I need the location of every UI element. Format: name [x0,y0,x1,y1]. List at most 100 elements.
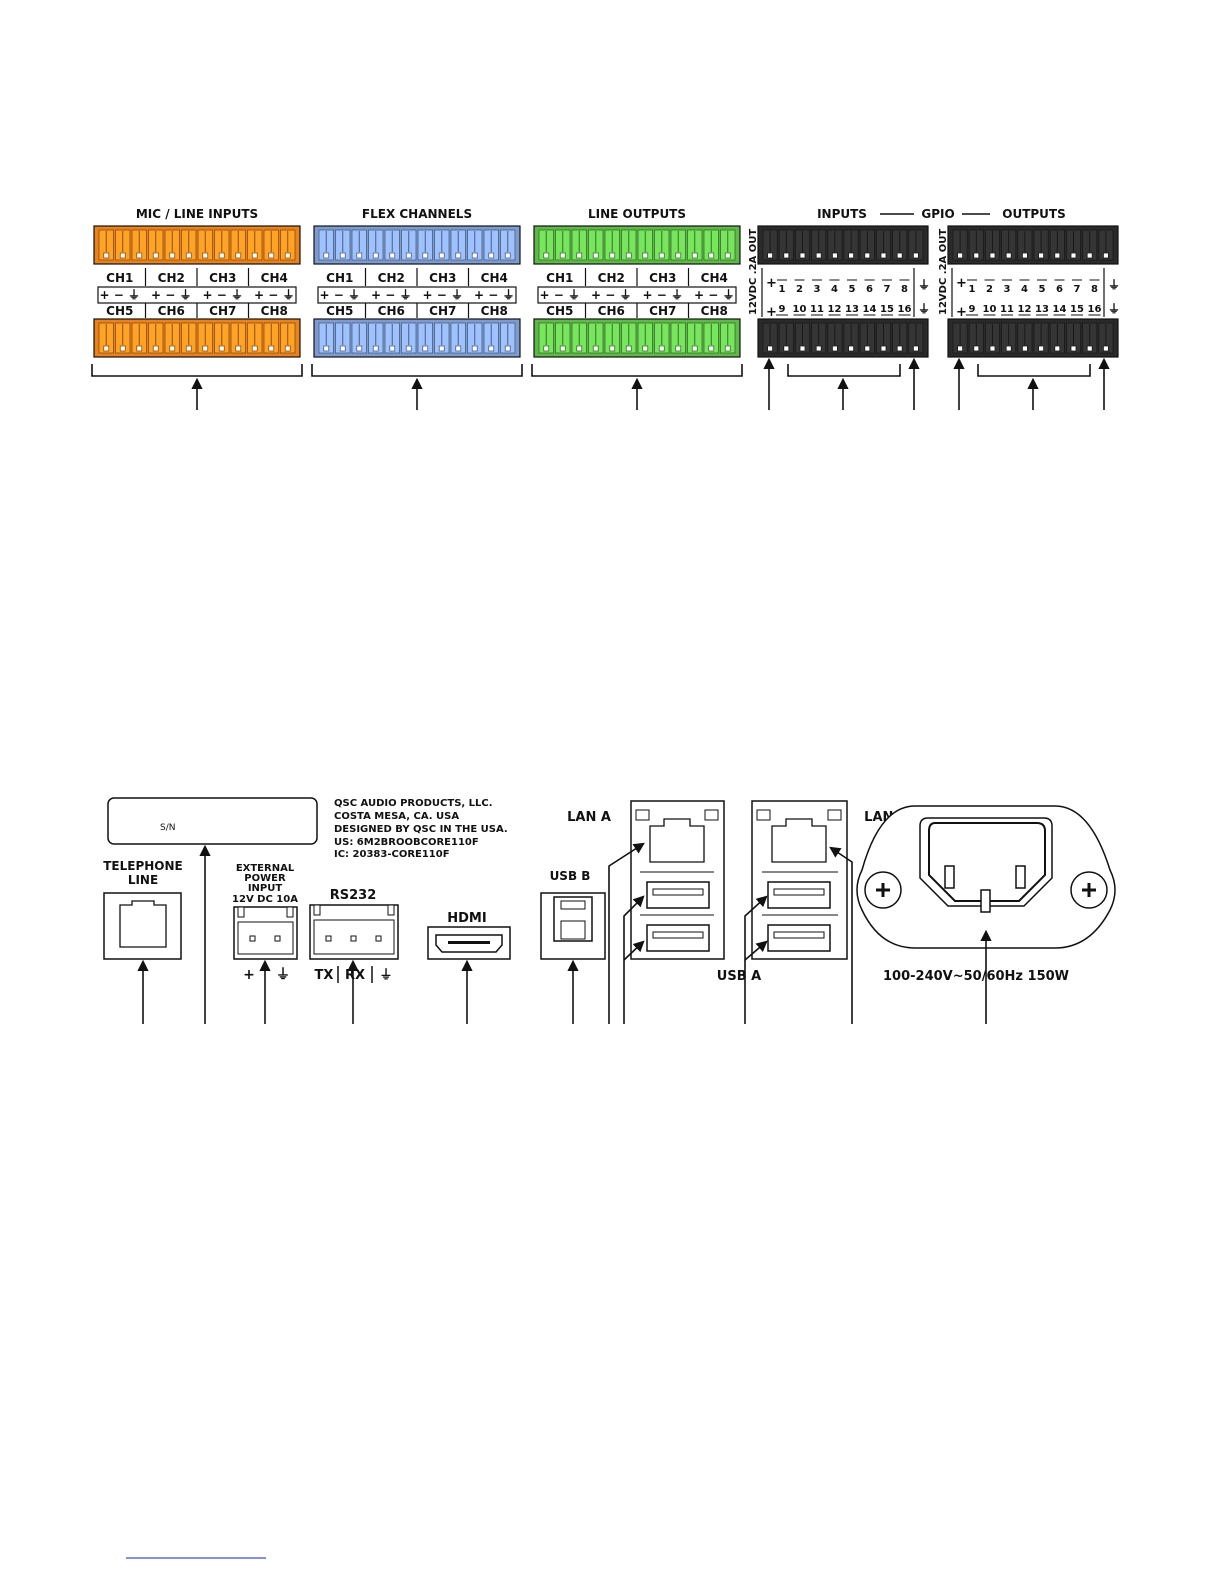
gpio-block-outputs-top [947,225,1119,265]
gpio-block-outputs-bottom [947,318,1119,358]
gpio-pin-number: 10 [983,304,997,315]
group-title-mic-line: MIC / LINE INPUTS [136,207,258,221]
channel-label: CH2 [158,271,185,285]
gpio-plus: + [956,276,967,291]
channel-label: CH3 [429,271,456,285]
telephone-label: LINE [128,873,158,887]
gpio-pin-number: 13 [1035,304,1049,315]
gpio-pin-number: 2 [986,284,993,295]
pin-polarity-label: + − ⏚ [151,288,191,302]
channel-label: CH7 [209,304,236,318]
terminal-block-mic-line-bottom [93,318,301,358]
company-line: IC: 20383-CORE110F [334,849,450,860]
pin-polarity-label: + − ⏚ [100,288,140,302]
gpio-title: GPIO [921,207,954,221]
gpio-pin-number: 16 [898,304,912,315]
gpio-outputs-title: OUTPUTS [1002,207,1066,221]
gpio-pin-number: 1 [779,284,786,295]
power-inlet [856,805,1116,949]
pin-polarity-label: + − ⏚ [591,288,631,302]
channel-label: CH1 [546,271,573,285]
gpio-pin-number: 9 [779,304,786,315]
bottom-callout-arrows [137,842,992,1024]
gpio-ground: ⏚ [918,302,930,316]
hdmi-port [427,926,511,960]
channel-label: CH6 [598,304,625,318]
pin-polarity-label: + − ⏚ [423,288,463,302]
gpio-pin-number: 3 [814,284,821,295]
gpio-block-inputs-bottom [757,318,929,358]
gpio-vdc-label: 12VDC .2A OUT [938,229,949,315]
hdmi-label: HDMI [447,911,486,926]
rs232-connector [309,904,399,960]
pin-polarity-label: + − ⏚ [254,288,294,302]
ext-power-connector [233,906,298,960]
channel-label: CH2 [598,271,625,285]
gpio-pin-number: 3 [1004,284,1011,295]
gpio-pin-number: 4 [1021,284,1028,295]
channel-label: CH4 [481,271,508,285]
serial-number-plate [107,797,318,845]
gpio-pin-number: 7 [1074,284,1081,295]
channel-label: CH8 [701,304,728,318]
group-title-flex: FLEX CHANNELS [362,207,472,221]
ext-power-ground: ⏚ [276,967,290,983]
gpio-pin-number: 15 [880,304,894,315]
channel-label: CH3 [649,271,676,285]
gpio-pin-number: 14 [863,304,877,315]
terminal-block-flex-bottom [313,318,521,358]
channel-label: CH7 [649,304,676,318]
gpio-pin-number: 2 [796,284,803,295]
rs232-ground: ⏚ [379,968,392,983]
gpio-pin-number: 12 [828,304,842,315]
company-line: COSTA MESA, CA. USA [334,811,459,822]
telephone-jack [103,892,182,960]
gpio-ground: ⏚ [1108,302,1120,316]
gpio-pin-number: 15 [1070,304,1084,315]
telephone-label: TELEPHONE [103,859,183,873]
company-line: US: 6M2BROOBCORE110F [334,837,479,848]
lan-b-port [751,800,848,960]
ext-power-label: 12V DC 10A [232,894,298,905]
company-info: QSC AUDIO PRODUCTS, LLC. COSTA MESA, CA.… [334,798,508,860]
channel-label: CH1 [326,271,353,285]
pin-polarity-label: + − ⏚ [643,288,683,302]
pin-polarity-label: + − ⏚ [203,288,243,302]
terminal-block-flex-top [313,225,521,265]
usb-b-label: USB B [550,869,591,883]
gpio-pin-number: 16 [1088,304,1102,315]
gpio-pin-number: 11 [1000,304,1014,315]
channel-label: CH5 [106,304,133,318]
gpio-pin-number: 6 [866,284,873,295]
gpio-pin-number: 10 [793,304,807,315]
terminal-block-line-outputs-top [533,225,741,265]
gpio-pin-number: 13 [845,304,859,315]
gpio-ground: ⏚ [918,278,930,292]
usb-a-label: USB A [717,969,761,984]
gpio-plus: + [956,305,967,320]
gpio-plus: + [766,276,777,291]
gpio-pin-number: 1 [969,284,976,295]
channel-label: CH7 [429,304,456,318]
channel-label: CH6 [158,304,185,318]
ext-power-plus: + [243,967,255,983]
channel-label: CH8 [481,304,508,318]
ext-power-label: INPUT [248,883,283,894]
ext-power-label: POWER [244,873,286,884]
gpio-pin-number: 7 [884,284,891,295]
pin-polarity-label: + − ⏚ [371,288,411,302]
gpio-pin-number: 5 [849,284,856,295]
power-rating-label: 100-240V~50/60Hz 150W [883,969,1069,984]
gpio-ground: ⏚ [1108,278,1120,292]
channel-label: CH1 [106,271,133,285]
gpio-pin-number: 6 [1056,284,1063,295]
rs232-tx: TX [315,968,334,983]
channel-label: CH3 [209,271,236,285]
channel-label: CH4 [701,271,728,285]
gpio-block-inputs-top [757,225,929,265]
lan-a-port [630,800,725,960]
group-title-line-outputs: LINE OUTPUTS [588,207,686,221]
pin-polarity-label: + − ⏚ [540,288,580,302]
gpio-pin-number: 12 [1018,304,1032,315]
